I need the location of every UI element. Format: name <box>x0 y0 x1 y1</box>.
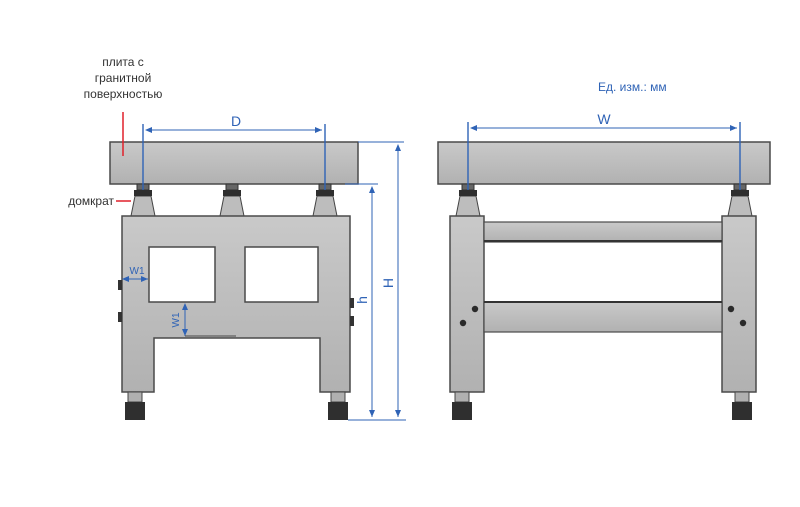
side-leg-right <box>721 215 757 393</box>
front-view: D W1 W1 h H <box>109 112 406 421</box>
dim-w1-v-label: W1 <box>171 312 182 327</box>
side-foot-right <box>732 391 752 420</box>
front-jack-middle <box>219 183 245 217</box>
side-beam-lower <box>483 301 723 333</box>
dim-h-label: h <box>354 296 370 304</box>
front-granite-plate <box>109 141 359 185</box>
dim-H-label: H <box>380 278 396 288</box>
units-label: Ед. изм.: мм <box>598 80 667 94</box>
front-foot-left <box>125 391 145 420</box>
bolt-icon <box>739 319 747 327</box>
bolt-icon <box>459 319 467 327</box>
granite-plate-label-text: плита с гранитной поверхностью <box>83 55 163 101</box>
side-beam-upper <box>483 221 723 243</box>
granite-plate-label: плита с гранитной поверхностью <box>60 54 186 102</box>
jack-label: домкрат <box>68 194 114 208</box>
front-foot-right <box>328 391 348 420</box>
bolt-icon <box>727 305 735 313</box>
side-leg-left <box>449 215 485 393</box>
side-foot-left <box>452 391 472 420</box>
side-granite-plate <box>437 141 771 185</box>
side-view: W <box>437 111 771 420</box>
front-frame <box>121 215 351 393</box>
dim-D-label: D <box>231 113 241 129</box>
dim-w1-h-label: W1 <box>130 266 145 277</box>
bolt-icon <box>471 305 479 313</box>
dim-W-label: W <box>597 111 611 127</box>
